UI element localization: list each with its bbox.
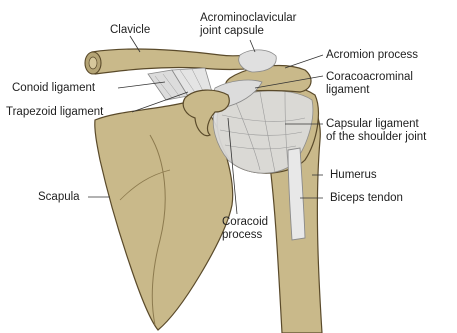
- label-clavicle: Clavicle: [110, 24, 150, 37]
- label-humerus: Humerus: [330, 169, 377, 182]
- label-coracoid-line2: process: [222, 229, 268, 242]
- label-coracoacrominal-line1: Coracoacrominal: [326, 71, 413, 84]
- label-coracoacrominal-line2: ligament: [326, 84, 413, 97]
- label-scapula: Scapula: [38, 191, 80, 204]
- label-acromioclavicular-line1: Acrominoclavicular: [200, 12, 297, 25]
- label-coracoid-process: Coracoid process: [222, 216, 268, 242]
- label-capsular-line1: Capsular ligament: [326, 118, 426, 131]
- label-capsular-line2: of the shoulder joint: [326, 131, 426, 144]
- label-biceps-tendon: Biceps tendon: [330, 192, 403, 205]
- label-capsular-ligament: Capsular ligament of the shoulder joint: [326, 118, 426, 144]
- label-conoid-ligament: Conoid ligament: [12, 82, 95, 95]
- label-acromioclavicular-line2: joint capsule: [200, 25, 297, 38]
- label-acromion-process: Acromion process: [326, 49, 418, 62]
- clavicle-end-inner: [89, 57, 97, 69]
- label-trapezoid-ligament: Trapezoid ligament: [6, 106, 103, 119]
- label-coracoid-line1: Coracoid: [222, 216, 268, 229]
- scapula-shape: [95, 100, 233, 330]
- label-acromioclavicular-joint-capsule: Acrominoclavicular joint capsule: [200, 12, 297, 38]
- label-coracoacrominal-ligament: Coracoacrominal ligament: [326, 71, 413, 97]
